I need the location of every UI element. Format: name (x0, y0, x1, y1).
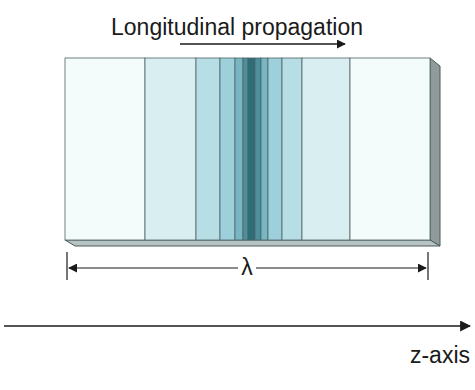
dimension-tick (427, 252, 428, 280)
bar-band (302, 58, 350, 240)
bar-band (220, 58, 235, 240)
bar-side-face (430, 58, 440, 246)
bar-band (235, 58, 243, 240)
bar-band (261, 58, 268, 240)
bar-band (255, 58, 261, 240)
bar-band (65, 58, 145, 240)
bar-band (268, 58, 282, 240)
propagation-arrow (180, 43, 345, 45)
wavelength-label: λ (238, 255, 256, 280)
bar-bottom-face (65, 240, 440, 246)
dimension-tick (66, 252, 67, 280)
axis-label: z-axis (410, 343, 470, 368)
diagram-title: Longitudinal propagation (111, 15, 363, 40)
bar-bands (65, 58, 430, 240)
bar-band (243, 58, 248, 240)
bar-band (196, 58, 220, 240)
bar-band (145, 58, 196, 240)
bar-band (282, 58, 302, 240)
bar-band (248, 58, 255, 240)
bar-band (350, 58, 430, 240)
z-axis-arrow (4, 325, 470, 327)
